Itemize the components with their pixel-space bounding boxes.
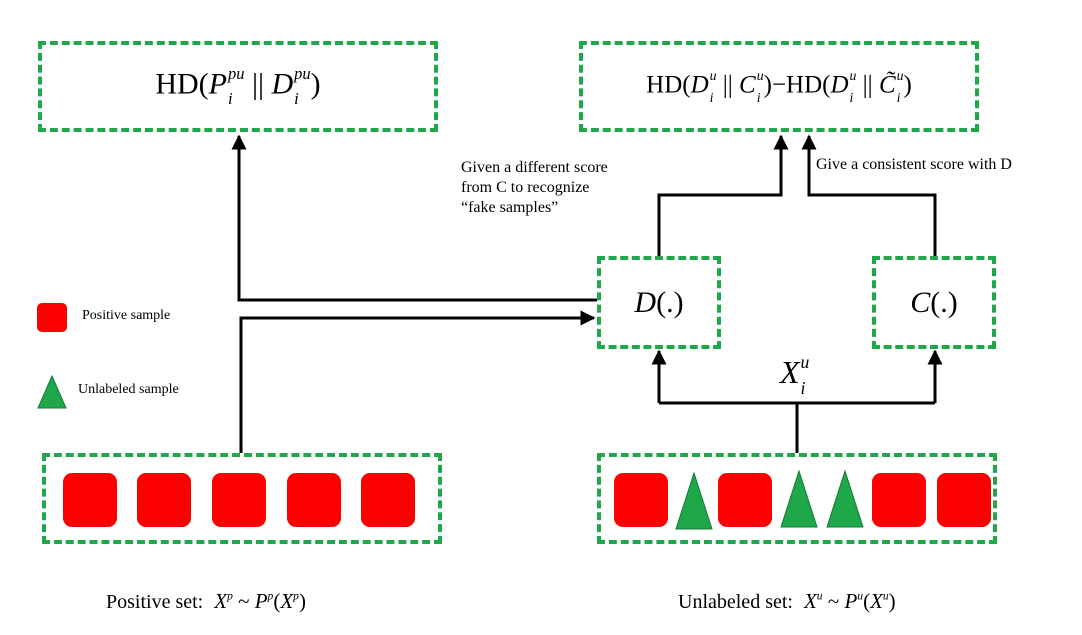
positive-sample xyxy=(872,473,926,527)
c-annotation: Give a consistent score with D xyxy=(816,156,1012,173)
legend-positive-label: Positive sample xyxy=(82,308,171,323)
positive-sample xyxy=(361,473,415,527)
positive-sample xyxy=(63,473,117,527)
positive-sample xyxy=(718,473,772,527)
unlabeled-set-box xyxy=(597,453,997,544)
positive-sample xyxy=(287,473,341,527)
arrow-d-to-top-right xyxy=(657,134,789,256)
positive-sample xyxy=(212,473,266,527)
legend-unlabeled-label: Unlabeled sample xyxy=(78,382,179,397)
d-annotation: Given a different score from C to recogn… xyxy=(461,159,608,216)
positive-sample xyxy=(937,473,991,527)
unlabeled-sample xyxy=(675,471,713,530)
legend-unlabeled-swatch xyxy=(37,375,67,409)
legend-positive-swatch xyxy=(37,303,67,332)
arrow-positive-to-d xyxy=(239,310,596,455)
d-label: D(.) xyxy=(634,285,684,319)
discriminator-d-box: D(.) xyxy=(597,256,721,349)
unlabeled-set-caption: Unlabeled set: Xu ~ Pu(Xu) xyxy=(678,589,896,613)
positive-set-caption: Positive set: Xp ~ Pp(Xp) xyxy=(106,589,306,613)
positive-sample xyxy=(614,473,668,527)
unlabeled-sample xyxy=(780,469,818,528)
arrow-d-to-top-left xyxy=(231,134,598,302)
positive-sample xyxy=(137,473,191,527)
classifier-c-box: C(.) xyxy=(872,256,996,349)
arrow-c-to-top-right xyxy=(801,134,937,256)
positive-set-box xyxy=(42,453,442,544)
unlabeled-sample xyxy=(826,469,864,528)
c-label: C(.) xyxy=(910,285,958,319)
